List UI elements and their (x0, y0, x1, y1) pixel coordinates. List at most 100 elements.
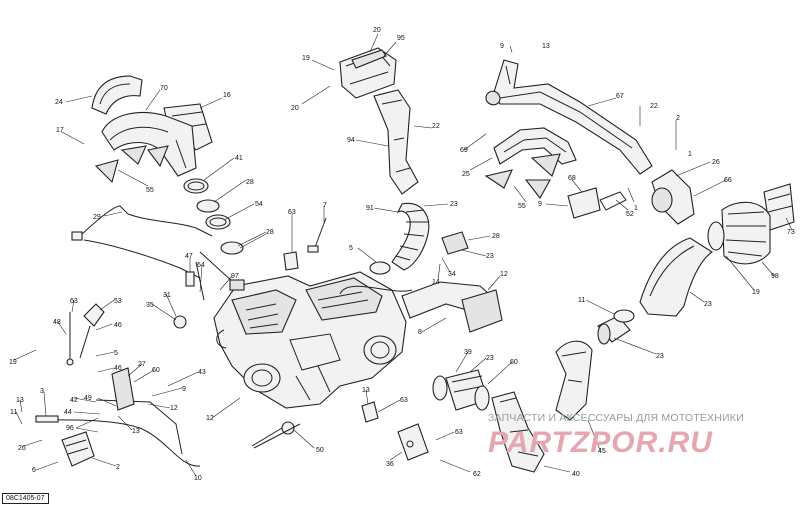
callout-9a: 9 (500, 43, 504, 50)
callout-13b: 9 (182, 386, 186, 393)
muffler-joint-26 (651, 169, 695, 225)
heat-shield-55a (94, 145, 169, 184)
hose-91 (391, 202, 430, 271)
callout-22b: 22 (432, 123, 440, 130)
callout-24: 24 (55, 99, 63, 106)
callout-70: 70 (160, 85, 168, 92)
callout-5b: 19 (9, 359, 17, 366)
callout-69: 69 (460, 147, 468, 154)
callout-14: 34 (448, 271, 456, 278)
callout-98: 23 (486, 253, 494, 260)
callout-8: 46 (114, 322, 122, 329)
bracket-39 (111, 367, 135, 411)
callout-36: 45 (598, 448, 606, 455)
watermark: ЗАПЧАСТИ И АКСЕССУАРЫ ДЛЯ МОТОТЕХНИКИ PA… (488, 408, 788, 468)
callout-63d: 50 (316, 447, 324, 454)
watermark-brand: PARTZPOR.RU (488, 426, 713, 459)
callout-63c: 13 (362, 387, 370, 394)
callout-48: 23 (704, 301, 712, 308)
callout-11b: 63 (400, 397, 408, 404)
callout-60b: 23 (656, 353, 664, 360)
callout-20b: 20 (291, 105, 299, 112)
intake-duct-70 (101, 112, 197, 177)
heat-shield-55b (484, 153, 561, 199)
callout-1a: 1 (688, 151, 692, 158)
callout-23a: 23 (450, 201, 458, 208)
boot-47 (721, 201, 771, 265)
sensor-63d (251, 421, 295, 447)
callout-17: 17 (56, 127, 64, 134)
clamp-23e (474, 385, 490, 411)
callout-7: 7 (323, 202, 327, 209)
callout-46a: 48 (53, 319, 61, 326)
callout-13c: 42 (70, 397, 78, 404)
callout-20a: 20 (373, 27, 381, 34)
bracket-62 (397, 423, 429, 461)
callout-2a: 2 (676, 115, 680, 122)
callout-12a: 14 (432, 279, 440, 286)
intake-boot-24 (91, 75, 143, 115)
exhaust-hose-48 (639, 237, 714, 317)
exhaust-header-19 (401, 281, 503, 333)
clamp-23b (369, 261, 391, 275)
callout-10: 62 (473, 471, 481, 478)
callout-94: 94 (347, 137, 355, 144)
callout-51: 40 (572, 471, 580, 478)
bracket-98 (441, 231, 469, 255)
callout-39: 27 (138, 361, 146, 368)
callout-63b: 31 (163, 292, 171, 299)
callout-13a: 13 (542, 43, 550, 50)
callout-labels: 20 95 19 20 9 13 24 70 16 67 17 22 22 94… (9, 27, 795, 482)
clamp-54 (205, 214, 231, 230)
callout-11a: 35 (146, 302, 154, 309)
clamp-23d (432, 375, 448, 401)
callout-49: 13 (16, 397, 24, 404)
callout-19a: 19 (302, 55, 310, 62)
engine-assembly (213, 271, 413, 409)
callout-27: 46 (114, 365, 122, 372)
callout-16: 16 (223, 92, 231, 99)
callout-19b: 12 (500, 271, 508, 278)
callout-26: 26 (712, 159, 720, 166)
callout-62: 36 (386, 461, 394, 468)
callout-34: 97 (231, 273, 239, 280)
callout-2b: 6 (32, 467, 36, 474)
sensor-63b (173, 315, 187, 329)
intake-duct-94 (373, 89, 419, 195)
callout-50: 2 (116, 464, 120, 471)
callout-13d: 96 (66, 425, 74, 432)
spring-68 (567, 187, 627, 219)
callout-97: 64 (197, 262, 205, 269)
callout-44: 49 (84, 395, 92, 402)
tailpipe-36 (555, 340, 593, 421)
exhaust-outlet-51 (491, 391, 545, 473)
airbox-cover-95 (339, 47, 397, 99)
clamp-28b (220, 241, 244, 255)
clamp-41 (183, 178, 209, 194)
callout-63a: 63 (288, 209, 296, 216)
callout-66: 66 (724, 177, 732, 184)
callout-1b: 1 (634, 205, 638, 212)
callout-64: 47 (185, 253, 193, 260)
callout-28a: 28 (246, 179, 254, 186)
callout-46b: 5 (114, 350, 118, 357)
foot-pedal-50 (61, 431, 95, 467)
clamp-23c (613, 309, 635, 323)
callout-47: 98 (771, 273, 779, 280)
callout-55a: 55 (146, 187, 154, 194)
callout-55b: 55 (518, 203, 526, 210)
exhaust-pipe-67 (485, 59, 653, 175)
callout-12b: 44 (64, 409, 72, 416)
callout-96: 12 (206, 415, 214, 422)
callout-3: 43 (198, 369, 206, 376)
callout-29: 29 (93, 214, 101, 221)
callout-23b: 5 (349, 245, 353, 252)
callout-45: 63 (455, 429, 463, 436)
shift-lever-35 (79, 303, 105, 359)
callout-91: 91 (366, 205, 374, 212)
callout-60a: 23 (486, 355, 494, 362)
callout-67: 67 (616, 93, 624, 100)
sensor-63c (361, 401, 379, 423)
